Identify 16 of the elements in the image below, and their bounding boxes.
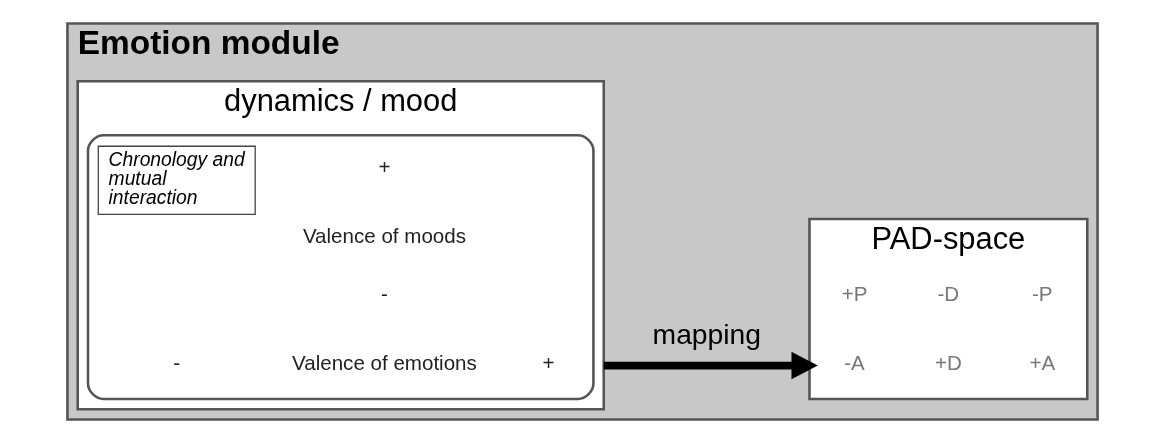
- label: +A: [1029, 351, 1056, 375]
- label: +: [378, 154, 391, 178]
- node-box: Chronology and mutual interaction: [97, 145, 256, 216]
- label: Valence of emotions: [292, 351, 477, 375]
- label: -A: [844, 351, 865, 375]
- arrow: [603, 351, 818, 380]
- label: +P: [841, 281, 868, 305]
- label: -: [173, 351, 181, 375]
- label: -: [381, 281, 388, 305]
- label: -P: [1031, 281, 1053, 305]
- edge-label: mapping: [652, 318, 762, 351]
- label: +D: [934, 351, 962, 375]
- label: -D: [937, 281, 960, 305]
- label: Valence of moods: [302, 224, 466, 248]
- cluster: [86, 134, 595, 401]
- label: +: [542, 351, 555, 375]
